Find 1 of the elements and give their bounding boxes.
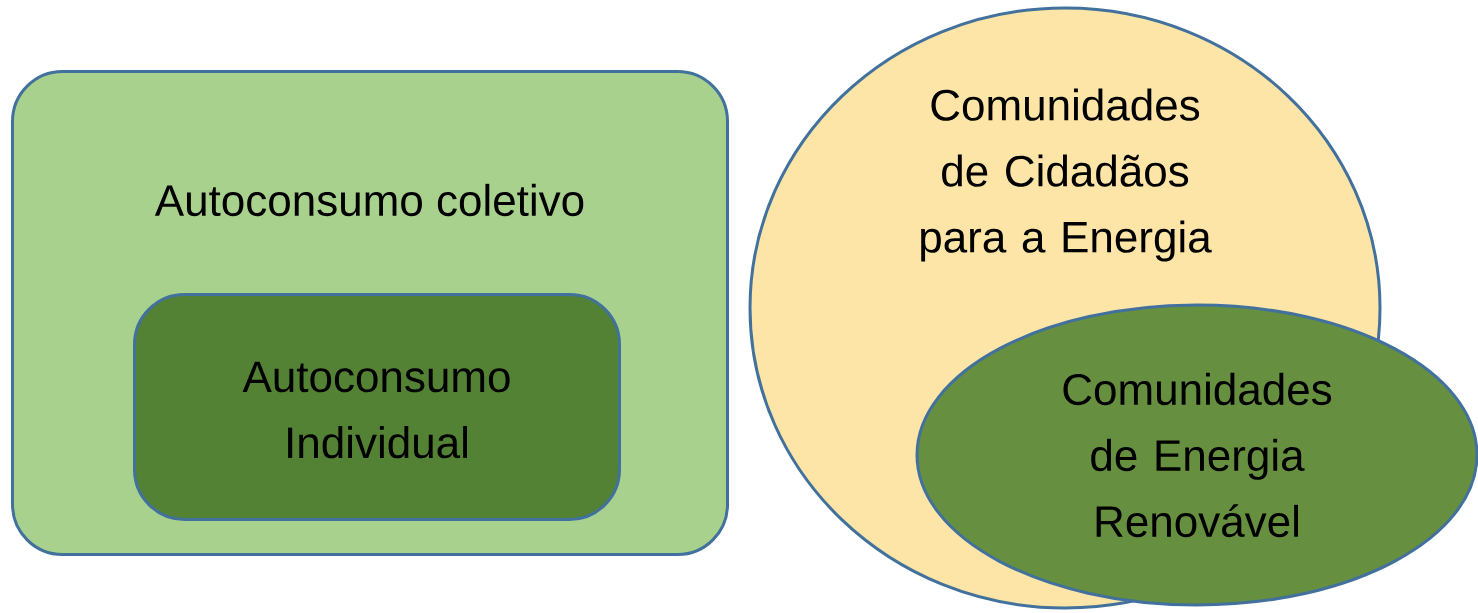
rounded-box: Autoconsumo Individual (133, 293, 621, 521)
